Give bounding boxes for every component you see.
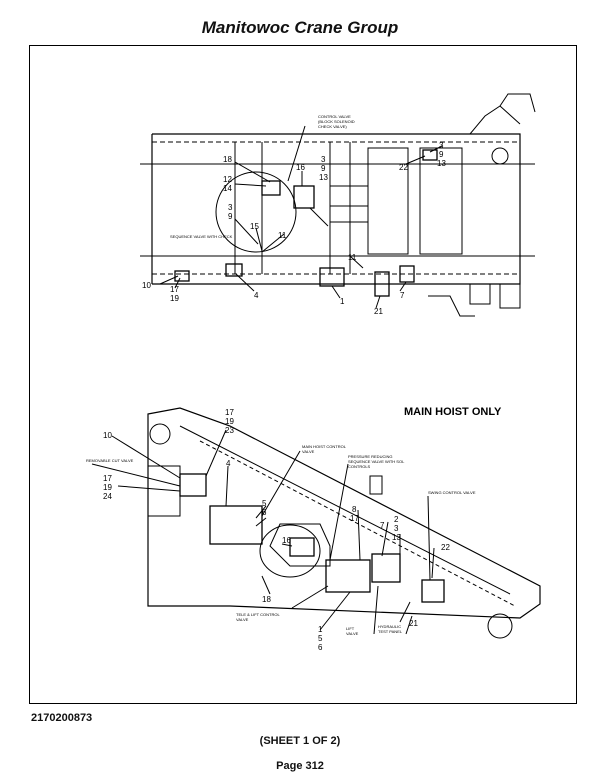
svg-text:REMOVABLE CUT VALVE: REMOVABLE CUT VALVE [86,458,134,463]
svg-text:21: 21 [409,619,418,628]
svg-text:7: 7 [400,291,405,300]
svg-text:1: 1 [340,297,345,306]
sheet-label: (SHEET 1 OF 2) [259,735,341,747]
svg-text:3: 3 [321,155,326,164]
svg-text:18: 18 [223,155,232,164]
document-title: Manitowoc Crane Group [201,18,399,37]
svg-text:TEST PANEL: TEST PANEL [378,629,403,634]
svg-text:19: 19 [103,483,112,492]
svg-text:VALVE: VALVE [236,617,249,622]
svg-text:PRESSURE REDUCING: PRESSURE REDUCING [348,454,392,459]
svg-text:SWING CONTROL VALVE: SWING CONTROL VALVE [428,490,476,495]
svg-text:16: 16 [282,536,291,545]
side-view-boom: MAIN HOIST ONLY [86,406,541,652]
svg-text:3: 3 [439,141,444,150]
svg-text:HYDRAULIC: HYDRAULIC [378,624,401,629]
svg-text:4: 4 [254,291,259,300]
svg-text:VALVE: VALVE [302,449,315,454]
svg-text:7: 7 [380,521,385,530]
svg-text:15: 15 [250,222,259,231]
svg-text:4: 4 [226,459,231,468]
svg-text:10: 10 [142,281,151,290]
drawing-frame: 18 12 14 16 3 9 13 3 9 15 11 10 17 19 4 … [29,45,577,704]
top-view-frame: 18 12 14 16 3 9 13 3 9 15 11 10 17 19 4 … [140,93,536,317]
svg-text:2: 2 [394,515,399,524]
svg-text:19: 19 [225,417,234,426]
svg-text:11: 11 [348,253,357,262]
svg-text:VALVE: VALVE [346,631,359,636]
svg-text:MAIN HOIST CONTROL: MAIN HOIST CONTROL [302,444,347,449]
svg-text:10: 10 [103,431,112,440]
svg-text:1: 1 [318,625,323,634]
page-number: Page 312 [276,760,324,772]
document-number: 2170200873 [31,712,93,724]
svg-text:24: 24 [103,492,112,501]
svg-text:LIFT: LIFT [346,626,355,631]
svg-text:11: 11 [278,231,287,240]
hydraulic-drawing: 18 12 14 16 3 9 13 3 9 15 11 10 17 19 4 … [86,93,541,652]
svg-text:CONTROL VALVE: CONTROL VALVE [318,114,351,119]
svg-text:5: 5 [262,499,267,508]
svg-text:12: 12 [223,175,232,184]
svg-text:6: 6 [262,508,267,517]
svg-text:23: 23 [225,426,234,435]
svg-text:6: 6 [318,643,323,652]
svg-text:17: 17 [225,408,234,417]
svg-text:21: 21 [374,307,383,316]
svg-text:13: 13 [319,173,328,182]
svg-text:(BLOCK SOLENOID: (BLOCK SOLENOID [318,119,355,124]
svg-text:13: 13 [392,533,401,542]
svg-text:14: 14 [223,184,232,193]
svg-text:3: 3 [394,524,399,533]
svg-text:9: 9 [321,164,326,173]
svg-text:16: 16 [296,163,305,172]
main-hoist-caption: MAIN HOIST ONLY [404,406,502,418]
svg-text:5: 5 [318,634,323,643]
svg-text:CONTROLS: CONTROLS [348,464,371,469]
svg-text:9: 9 [228,212,233,221]
svg-text:17: 17 [350,514,359,523]
svg-text:22: 22 [441,543,450,552]
svg-text:3: 3 [228,203,233,212]
svg-text:17: 17 [170,285,179,294]
svg-text:SEQUENCE VALVE WITH SOL: SEQUENCE VALVE WITH SOL [348,459,405,464]
svg-text:CHECK VALVE): CHECK VALVE) [318,124,347,129]
svg-text:17: 17 [103,474,112,483]
svg-text:TELE & LIFT CONTROL: TELE & LIFT CONTROL [236,612,280,617]
svg-text:18: 18 [262,595,271,604]
svg-text:22: 22 [399,163,408,172]
svg-text:SEQUENCE VALVE WITH CHECK: SEQUENCE VALVE WITH CHECK [170,234,233,239]
svg-text:8: 8 [352,505,357,514]
svg-text:13: 13 [437,159,446,168]
svg-text:19: 19 [170,294,179,303]
svg-text:9: 9 [439,150,444,159]
